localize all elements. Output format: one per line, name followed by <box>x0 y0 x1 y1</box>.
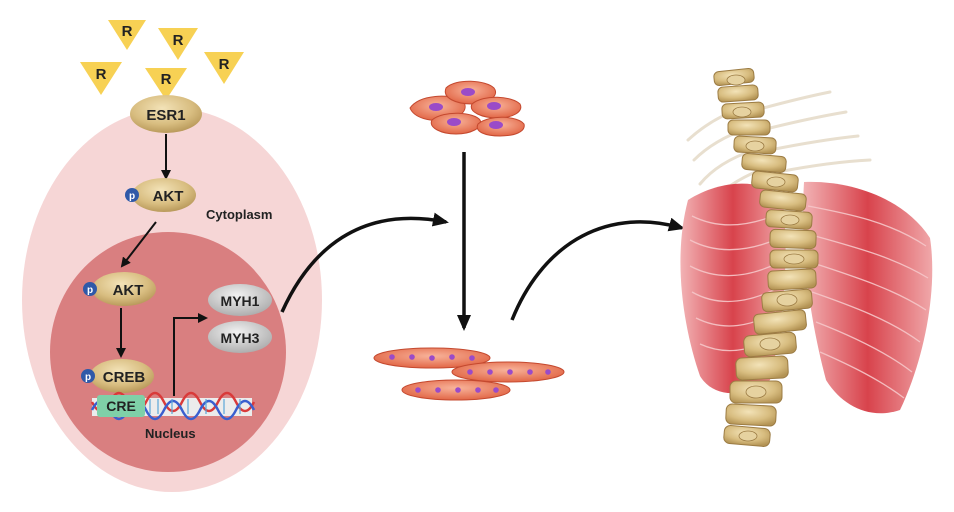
myh3-label: MYH3 <box>221 330 260 346</box>
spinous-processes <box>726 74 805 442</box>
arrow-to-cells <box>280 212 449 313</box>
myotube-group <box>373 347 565 401</box>
arrow-transcription <box>173 313 208 396</box>
nucleus-label: Nucleus <box>145 426 196 441</box>
phospho-label: p <box>85 372 91 383</box>
ligand-triangle: R <box>158 28 198 60</box>
phospho-badge: p <box>125 188 139 202</box>
creb-protein: CREB <box>90 359 154 393</box>
myotube <box>373 347 491 369</box>
vertebral-column <box>713 67 819 447</box>
ligand-label: R <box>96 66 107 83</box>
akt-nucleus: AKT <box>92 272 156 306</box>
arrow-akt-to-nucleus <box>120 221 157 268</box>
cytoplasm-label: Cytoplasm <box>206 207 272 222</box>
myoblast-cluster <box>409 80 525 137</box>
myotube <box>451 361 565 383</box>
esr1-receptor: ESR1 <box>130 95 202 133</box>
creb-label: CREB <box>103 369 146 386</box>
ligand-triangle: R <box>80 62 122 95</box>
myh1-label: MYH1 <box>221 293 260 309</box>
cre-element: CRE <box>97 395 145 417</box>
ligand-group: R R R R R <box>80 20 244 100</box>
ligand-label: R <box>161 71 172 88</box>
myh3-protein: MYH3 <box>208 321 272 353</box>
ligand-triangle: R <box>145 68 187 100</box>
ligand-label: R <box>122 23 133 40</box>
myh1-protein: MYH1 <box>208 284 272 316</box>
myotube <box>401 379 511 401</box>
arrow-to-spine <box>510 217 685 321</box>
ligand-triangle: R <box>108 20 146 50</box>
esr1-label: ESR1 <box>146 107 185 124</box>
myoblast-cell <box>430 112 482 135</box>
akt-cytoplasm: AKT <box>132 178 196 212</box>
phospho-label: p <box>87 285 93 296</box>
ligand-label: R <box>173 32 184 49</box>
spine-illustration <box>680 67 933 447</box>
myoblast-cell <box>476 116 525 137</box>
phospho-label: p <box>129 191 135 202</box>
ligand-label: R <box>219 56 230 73</box>
ligand-triangle: R <box>204 52 244 84</box>
right-muscle <box>803 181 933 414</box>
akt-nucleus-label: AKT <box>113 282 144 299</box>
phospho-badge: p <box>81 369 95 383</box>
phospho-badge: p <box>83 282 97 296</box>
akt-cytoplasm-label: AKT <box>153 188 184 205</box>
cre-label: CRE <box>106 398 136 414</box>
myoblast-cell <box>470 96 522 119</box>
